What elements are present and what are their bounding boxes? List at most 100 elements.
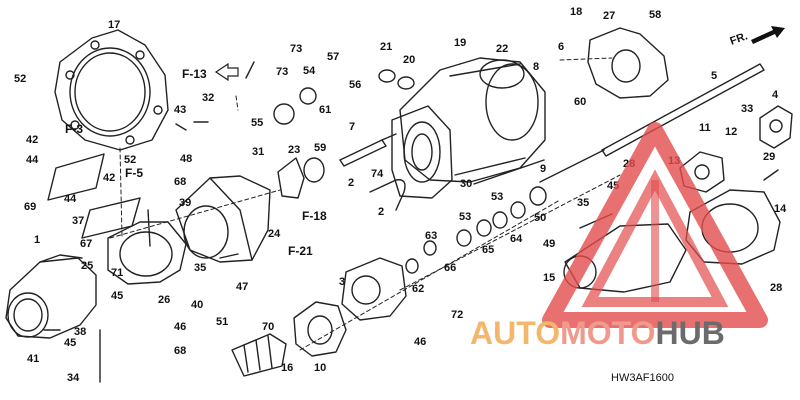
part-label-48: 48	[180, 153, 193, 165]
part-label-16: 16	[281, 362, 294, 374]
part-label-22: 22	[496, 43, 509, 55]
ref-label-f21[interactable]: F-21	[288, 244, 313, 258]
part-label-42: 42	[26, 134, 39, 146]
part-label-3: 3	[339, 276, 346, 288]
part-23-cover	[277, 157, 305, 199]
part-20-bushing	[397, 76, 415, 90]
part-27-cover	[587, 27, 669, 99]
part-25-nozzle-housing	[5, 254, 97, 339]
part-label-45: 45	[111, 290, 124, 302]
part-label-52b: 52	[124, 154, 137, 166]
part-label-70: 70	[262, 321, 275, 333]
part-label-73: 73	[290, 43, 303, 55]
part-label-64: 64	[510, 233, 523, 245]
part-24-adapter	[175, 175, 271, 263]
part-label-24: 24	[268, 228, 281, 240]
part-label-23: 23	[288, 144, 301, 156]
part-label-67: 67	[80, 238, 93, 250]
part-label-26: 26	[158, 294, 171, 306]
f13-arrow-icon	[214, 62, 239, 82]
part-label-60: 60	[574, 96, 587, 108]
part-3-housing	[341, 257, 407, 321]
part-label-31: 31	[252, 146, 265, 158]
part-74-hose	[369, 179, 406, 211]
part-19-pump-housing	[391, 57, 546, 199]
part-label-55: 55	[251, 117, 264, 129]
part-label-39: 39	[179, 197, 192, 209]
part-label-4: 4	[772, 89, 779, 101]
part-label-33: 33	[741, 103, 754, 115]
part-label-17: 17	[108, 19, 121, 31]
part-16-cone	[231, 333, 287, 377]
part-7-shaft	[339, 133, 397, 167]
front-arrow-icon	[751, 26, 785, 44]
part-label-11: 11	[699, 122, 711, 134]
part-label-15: 15	[543, 272, 556, 284]
part-label-52: 52	[14, 73, 27, 85]
part-label-19: 19	[454, 37, 467, 49]
part-label-18: 18	[570, 6, 583, 18]
bolts	[43, 61, 779, 383]
part-label-66: 66	[444, 262, 457, 274]
part-label-35b: 35	[577, 197, 590, 209]
part-22-ring	[479, 59, 525, 89]
washer-set	[405, 186, 547, 274]
part-label-5: 5	[711, 70, 718, 82]
part-label-2: 2	[348, 177, 355, 189]
part-label-32: 32	[202, 92, 215, 104]
part-label-72: 72	[451, 309, 464, 321]
part-label-40: 40	[191, 299, 204, 311]
part-label-34: 34	[67, 372, 80, 384]
part-label-54: 54	[303, 65, 316, 77]
leader-lines	[109, 57, 621, 351]
watermark-brand-auto: AUTO	[470, 315, 561, 351]
part-label-10: 10	[314, 362, 327, 374]
part-9-leader	[473, 159, 545, 185]
part-label-8: 8	[533, 61, 540, 73]
part-label-35: 35	[194, 262, 207, 274]
part-label-44b: 44	[64, 193, 77, 205]
part-label-14: 14	[774, 203, 787, 215]
part-label-9: 9	[540, 163, 547, 175]
watermark-brand-moto: MOTO	[560, 315, 656, 351]
part-label-29: 29	[763, 151, 776, 163]
part-label-28b: 28	[770, 282, 783, 294]
part-label-47: 47	[236, 281, 249, 293]
part-label-20: 20	[403, 54, 416, 66]
part-label-2b: 2	[378, 206, 385, 218]
part-label-12: 12	[725, 126, 738, 138]
part-label-73b: 73	[276, 66, 289, 78]
part-label-71: 71	[111, 267, 124, 279]
part-label-65: 65	[482, 244, 495, 256]
ref-label-f5[interactable]: F-5	[125, 166, 143, 180]
part-label-30: 30	[460, 178, 473, 190]
part-label-59: 59	[314, 142, 327, 154]
watermark-brand: AUTOMOTOHUB	[470, 315, 725, 352]
part-label-74: 74	[371, 168, 384, 180]
part-17-gasket-plate	[54, 29, 169, 151]
part-label-37: 37	[72, 215, 85, 227]
part-label-56: 56	[349, 79, 362, 91]
part-label-45b: 45	[64, 337, 77, 349]
ref-label-f13[interactable]: F-13	[182, 67, 207, 81]
part-label-63: 63	[425, 230, 438, 242]
part-label-53: 53	[491, 191, 504, 203]
f5-bracket	[81, 197, 141, 239]
part-label-42b: 42	[103, 172, 116, 184]
part-label-27: 27	[603, 10, 616, 22]
diagram-code: HW3AF1600	[611, 372, 674, 384]
part-5-drive-shaft	[539, 63, 765, 183]
part-label-41: 41	[27, 353, 40, 365]
part-label-57: 57	[327, 51, 340, 63]
part-label-46: 46	[174, 321, 187, 333]
ref-label-f3[interactable]: F-3	[65, 122, 83, 136]
part-label-50: 50	[534, 212, 547, 224]
f3-bracket	[47, 153, 105, 201]
part-label-21: 21	[380, 41, 393, 53]
ref-label-f18[interactable]: F-18	[302, 209, 327, 223]
part-21-bushing	[378, 69, 396, 83]
part-54-bearing	[299, 87, 317, 105]
part-label-53b: 53	[459, 211, 472, 223]
part-label-62: 62	[412, 283, 425, 295]
